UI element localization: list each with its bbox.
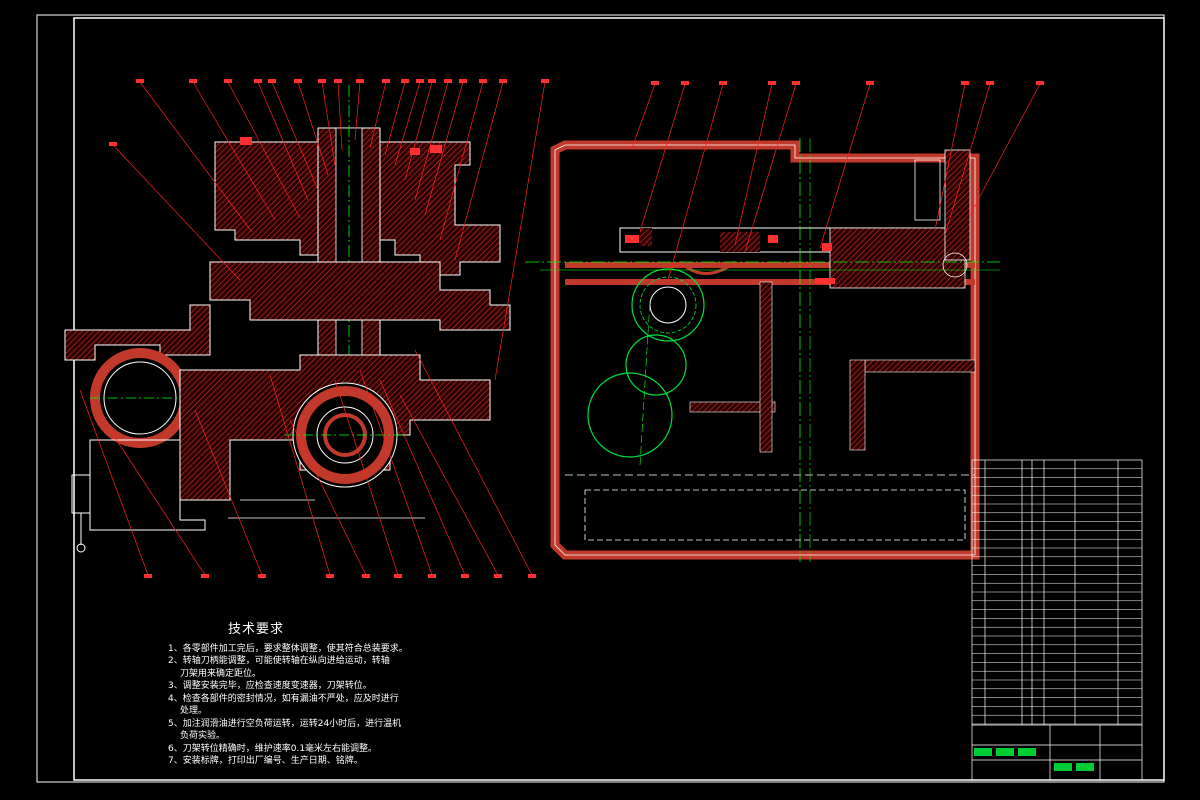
bolt-a	[240, 137, 252, 145]
parts-list-rows	[972, 468, 1142, 725]
technical-requirements: 技术要求 1、各零部件加工完后，要求整体调整，使其符合总装要求。 2、转轴刀柄能…	[168, 622, 438, 768]
right-balloon-marks	[651, 81, 1044, 85]
right-gearbox-view	[525, 138, 1000, 562]
requirement-item: 2、转轴刀柄能调整，可能使转轴在纵向进给运动，转轴	[168, 656, 390, 666]
right-leader-lines	[631, 83, 1041, 281]
gear-top	[631, 268, 705, 342]
requirement-item: 4、检查各部件的密封情况，如有漏油不严处，应及时进行	[168, 693, 399, 704]
requirement-item: 7、安装标牌，打印出厂编号、生产日期、铭牌。	[168, 756, 363, 766]
requirement-item: 6、刀架转位精确时，维护速率0.1毫米左右能调整。	[168, 743, 378, 754]
left-leader-lines	[79, 81, 546, 576]
requirement-item: 处理。	[180, 706, 208, 716]
title-block-green-cells	[974, 748, 1094, 771]
drawing-frame	[73, 17, 1165, 781]
left-balloon-marks	[109, 79, 549, 578]
parts-list-table	[971, 459, 1143, 781]
bolt-b	[430, 145, 442, 153]
middle-body	[209, 261, 511, 331]
gear-bottom	[587, 372, 673, 458]
requirement-item: 负荷实验。	[180, 731, 226, 741]
title-block	[972, 724, 1142, 780]
requirement-item: 1、各零部件加工完后，要求整体调整，使其符合总装要求。	[168, 643, 408, 654]
requirement-item: 刀架用来确定距位。	[180, 668, 262, 679]
requirement-item: 3、调整安装完毕，应检查速度变速器，刀架转位。	[168, 681, 372, 691]
gear-middle	[625, 334, 687, 396]
left-section-view	[64, 85, 511, 553]
requirement-item: 5、加注润滑油进行空负荷运转，运转24小时后，进行温机	[168, 718, 402, 729]
technical-requirements-title: 技术要求	[228, 622, 285, 637]
